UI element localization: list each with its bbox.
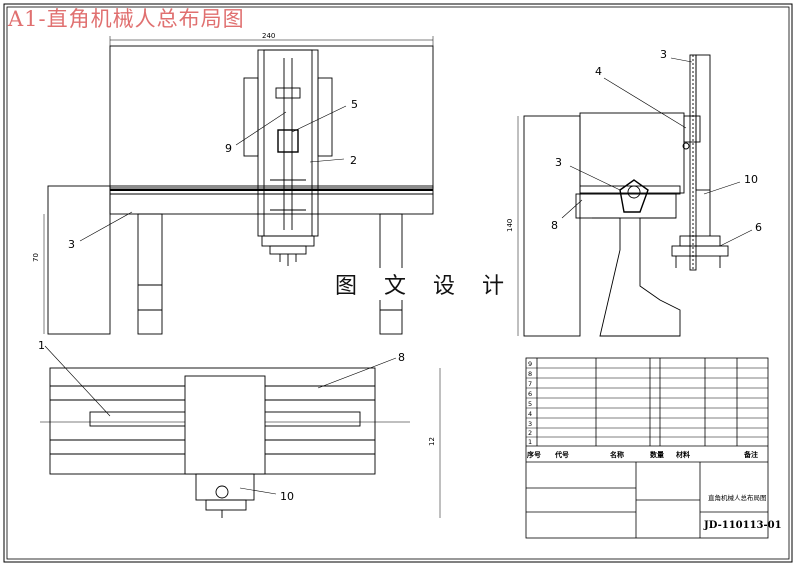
header-material: 材料 bbox=[675, 450, 690, 459]
drawing-name: 直角机械人总布局图 bbox=[708, 493, 767, 502]
row-num-9: 9 bbox=[528, 360, 532, 368]
watermark: 图 文 设 计 bbox=[332, 268, 517, 300]
row-num-7: 7 bbox=[528, 380, 532, 388]
callout-10-side: 10 bbox=[744, 173, 758, 186]
side-callouts bbox=[561, 57, 753, 247]
row-num-1: 1 bbox=[528, 438, 532, 446]
callout-3-front: 3 bbox=[68, 238, 75, 251]
header-note: 备注 bbox=[743, 450, 758, 459]
callout-2: 2 bbox=[350, 154, 357, 167]
callout-6: 6 bbox=[755, 221, 762, 234]
row-num-6: 6 bbox=[528, 390, 532, 398]
callout-5: 5 bbox=[351, 98, 358, 111]
drawing-number: JD-110113-01 bbox=[703, 520, 782, 531]
callout-3-side-top: 3 bbox=[660, 48, 667, 61]
plan-callouts bbox=[44, 345, 397, 495]
title-block bbox=[525, 357, 769, 539]
dim-right-height: 140 bbox=[506, 219, 514, 232]
callout-8-side: 8 bbox=[551, 219, 558, 232]
callout-9: 9 bbox=[225, 142, 232, 155]
callout-1: 1 bbox=[38, 339, 45, 352]
header-qty: 数量 bbox=[650, 450, 664, 459]
callout-8-plan: 8 bbox=[398, 351, 405, 364]
row-num-8: 8 bbox=[528, 370, 532, 378]
sheet-border bbox=[3, 3, 793, 563]
drawing-title: A1-直角机械人总布局图 bbox=[8, 7, 245, 31]
side-view bbox=[517, 54, 729, 337]
row-num-4: 4 bbox=[528, 410, 532, 418]
callout-10-plan: 10 bbox=[280, 490, 294, 503]
row-num-3: 3 bbox=[528, 420, 532, 428]
dim-left-height: 70 bbox=[32, 253, 40, 262]
front-callouts bbox=[79, 105, 347, 242]
callout-3-side: 3 bbox=[555, 156, 562, 169]
inner-border bbox=[6, 6, 790, 560]
title-block-rows bbox=[526, 367, 768, 438]
row-num-5: 5 bbox=[528, 400, 532, 408]
plan-view bbox=[40, 367, 441, 518]
header-code: 代号 bbox=[554, 450, 569, 459]
dim-bottom-height: 12 bbox=[428, 437, 436, 446]
dim-top-width: 240 bbox=[262, 32, 275, 40]
row-num-2: 2 bbox=[528, 429, 532, 437]
front-view bbox=[43, 36, 434, 335]
header-seq: 序号 bbox=[526, 450, 541, 459]
header-name: 名称 bbox=[610, 450, 624, 459]
callout-4: 4 bbox=[595, 65, 602, 78]
